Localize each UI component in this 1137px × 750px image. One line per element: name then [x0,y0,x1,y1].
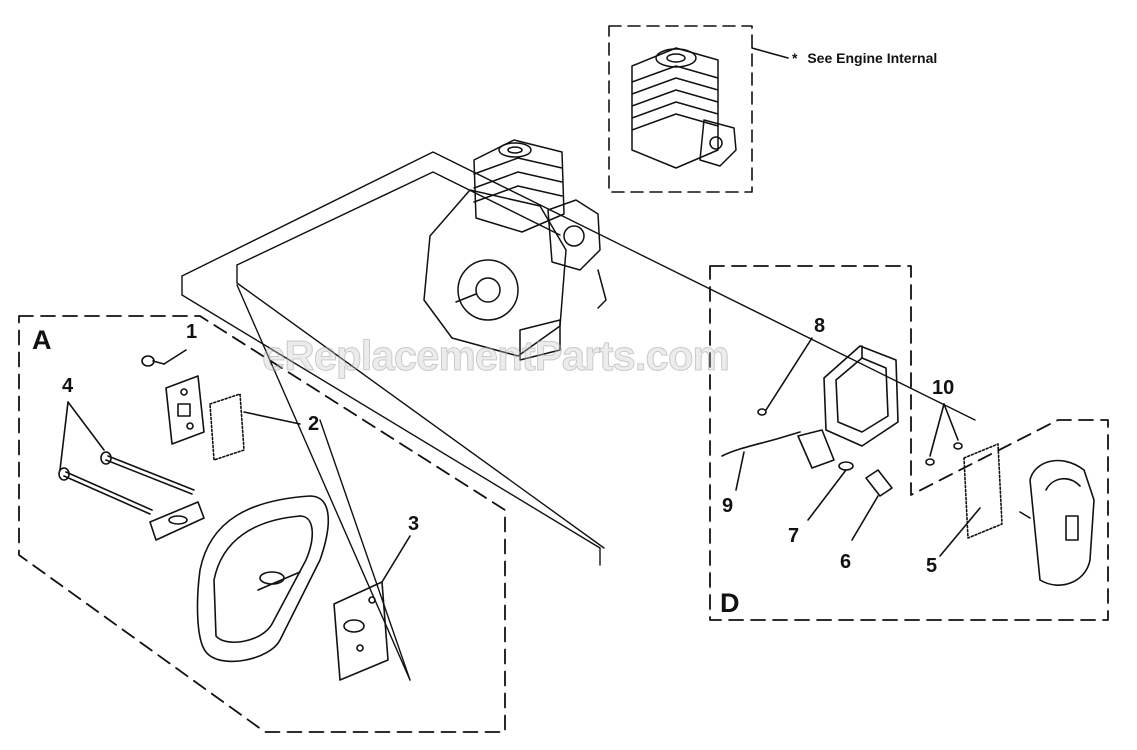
part-screen-2 [209,393,301,461]
callout-5: 5 [926,555,938,577]
note-star: * [792,50,798,66]
part-screw-8 [757,337,813,416]
callout-7: 7 [788,525,800,547]
part-gasket-plate [165,375,205,445]
engine-internal-box [608,25,753,193]
part-bracket [149,501,205,541]
group-a-box [18,315,506,733]
part-heat-shield-3 [333,535,411,681]
part-air-box [823,345,899,447]
callout-2: 2 [308,413,320,435]
assembly-outline [181,151,976,681]
engine-internal-note: * See Engine Internal [792,50,937,66]
watermark: eReplacementParts.com [262,332,731,380]
cylinder-icon [631,47,737,169]
group-d-box [709,265,1109,621]
callout-6: 6 [840,551,852,573]
part-lever-7 [797,429,854,521]
part-bolts-4 [58,401,195,515]
part-screw-1 [141,349,187,367]
part-filter-5 [939,443,1003,557]
section-label-d: D [720,588,740,618]
part-air-cover [1019,459,1095,586]
callout-10: 10 [932,377,955,399]
callout-4: 4 [62,375,74,397]
part-knob-6 [851,469,893,541]
note-text: See Engine Internal [807,50,938,66]
part-screws-10 [925,403,963,466]
callout-9: 9 [722,495,734,517]
engine-internal-leader [751,47,789,59]
engine-icon [423,139,607,361]
part-choke-9 [721,431,801,491]
callout-1: 1 [186,321,198,343]
callout-3: 3 [408,513,420,535]
part-muffler [196,495,330,663]
section-label-a: A [32,325,52,355]
callout-8: 8 [814,315,826,337]
